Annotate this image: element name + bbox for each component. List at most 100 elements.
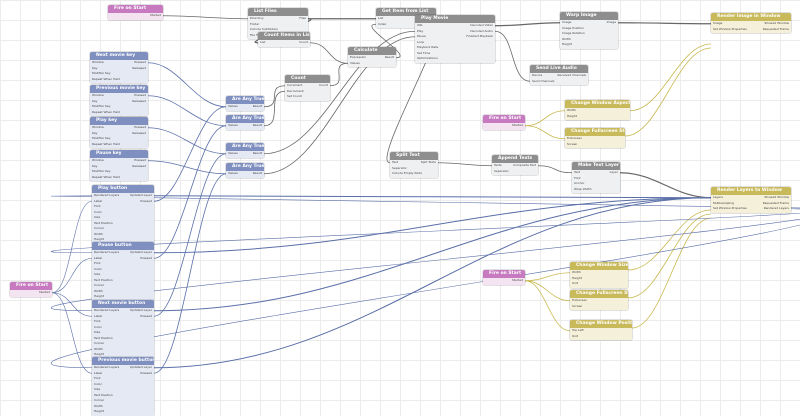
output-port[interactable]: Result bbox=[252, 171, 262, 175]
input-port[interactable]: Color bbox=[94, 266, 102, 271]
input-port[interactable]: File Type bbox=[250, 32, 263, 37]
output-port[interactable]: Finished Playback bbox=[466, 34, 493, 38]
node-fullscreen-top[interactable]: Change Fullscreen StatusFullscreenScreen bbox=[565, 128, 625, 148]
output-port[interactable]: Decoded Audio bbox=[470, 28, 493, 33]
input-port[interactable]: Values bbox=[228, 151, 238, 155]
input-port[interactable]: Label bbox=[94, 313, 103, 318]
output-port[interactable]: Released bbox=[132, 98, 146, 103]
input-port[interactable]: Size bbox=[94, 387, 101, 391]
input-port[interactable]: Font bbox=[574, 175, 581, 180]
input-port[interactable]: Multisampling bbox=[713, 200, 735, 205]
input-port[interactable]: Image bbox=[562, 20, 572, 24]
input-port[interactable]: Width bbox=[94, 346, 103, 351]
output-port[interactable]: Pressed bbox=[140, 370, 152, 375]
input-port[interactable]: Values bbox=[228, 123, 238, 127]
input-port[interactable]: Repeat When Held bbox=[92, 76, 120, 81]
input-port[interactable]: Values bbox=[228, 171, 238, 175]
input-port[interactable]: Text Position bbox=[94, 392, 113, 397]
input-port[interactable]: Texts bbox=[494, 163, 502, 167]
input-port[interactable]: Optimizations bbox=[417, 56, 438, 60]
input-port[interactable]: Values bbox=[350, 60, 360, 65]
input-port[interactable]: Height bbox=[572, 275, 582, 280]
input-port[interactable]: Set Time bbox=[417, 50, 431, 55]
input-port[interactable]: Height bbox=[94, 237, 104, 241]
output-port[interactable]: Released bbox=[132, 130, 146, 135]
input-port[interactable]: Font bbox=[94, 319, 101, 323]
node-aspect[interactable]: Change Window Aspect RatioWidthHeight bbox=[565, 100, 630, 120]
output-port[interactable]: Decoded Video bbox=[470, 23, 493, 27]
input-port[interactable]: Label bbox=[94, 370, 103, 375]
output-port[interactable]: Layer bbox=[609, 170, 618, 174]
output-port[interactable]: Files bbox=[299, 16, 306, 20]
input-port[interactable]: Playback Rate bbox=[417, 45, 439, 49]
input-port[interactable]: Anchor bbox=[574, 181, 585, 185]
output-port[interactable]: Pressed bbox=[140, 255, 152, 260]
input-port[interactable]: Text Position bbox=[94, 277, 113, 282]
input-port[interactable]: Repeat When Held bbox=[92, 174, 120, 179]
input-port[interactable]: Width bbox=[94, 231, 103, 236]
input-port[interactable]: Width bbox=[94, 288, 103, 293]
output-port[interactable]: Result bbox=[252, 151, 262, 155]
input-port[interactable]: Font bbox=[94, 376, 101, 380]
input-port[interactable]: List bbox=[260, 40, 266, 44]
input-port[interactable]: Rendered Layers bbox=[94, 250, 120, 254]
input-port[interactable]: Repeat When Held bbox=[92, 109, 120, 114]
output-port[interactable]: Count bbox=[319, 83, 328, 87]
input-port[interactable]: Include Subfolders bbox=[250, 27, 278, 31]
input-port[interactable]: Fullscreen bbox=[567, 136, 583, 140]
output-port[interactable]: Result bbox=[252, 104, 262, 108]
node-fullscreen-bottom[interactable]: Change Fullscreen StatusFullscreenScreen bbox=[570, 290, 628, 310]
input-port[interactable]: Screen bbox=[572, 303, 583, 308]
input-port[interactable]: Key bbox=[92, 130, 98, 135]
input-port[interactable]: Text bbox=[574, 170, 581, 174]
output-port[interactable]: Pressed bbox=[134, 158, 146, 162]
input-port[interactable]: Top Left bbox=[572, 328, 584, 332]
input-port[interactable]: Modifier Key bbox=[92, 169, 111, 173]
input-port[interactable]: Text Position bbox=[94, 335, 113, 340]
input-port[interactable]: Separator bbox=[392, 165, 407, 170]
input-port[interactable]: Size bbox=[94, 215, 101, 219]
input-port[interactable]: Increment bbox=[287, 83, 303, 87]
output-port[interactable]: Requested Frame bbox=[762, 26, 789, 31]
input-port[interactable]: Key bbox=[92, 163, 98, 168]
output-port[interactable]: Pressed bbox=[140, 313, 152, 318]
input-port[interactable]: Window bbox=[92, 158, 104, 162]
input-port[interactable]: Include Empty Parts bbox=[392, 171, 422, 175]
input-port[interactable]: List bbox=[378, 16, 384, 20]
input-port[interactable]: Device bbox=[532, 73, 543, 77]
input-port[interactable]: Pause bbox=[417, 34, 426, 38]
output-port[interactable]: Pressed bbox=[134, 60, 146, 64]
input-port[interactable]: Label bbox=[94, 255, 103, 260]
input-port[interactable]: Width bbox=[572, 270, 581, 274]
input-port[interactable]: Window bbox=[92, 93, 104, 97]
input-port[interactable]: Image bbox=[713, 21, 723, 25]
input-port[interactable]: Width bbox=[567, 108, 576, 112]
output-port[interactable]: Updated Layer bbox=[129, 365, 152, 369]
input-port[interactable]: Height bbox=[94, 409, 104, 413]
input-port[interactable]: Size bbox=[94, 330, 101, 334]
output-port[interactable]: Started bbox=[511, 278, 523, 282]
output-port[interactable]: Updated Layer bbox=[129, 250, 152, 254]
output-port[interactable]: Started bbox=[38, 290, 50, 294]
input-port[interactable]: Image Rotation bbox=[562, 31, 585, 35]
output-port[interactable]: Started bbox=[149, 13, 161, 17]
input-port[interactable]: Height bbox=[567, 113, 577, 118]
input-port[interactable]: Color bbox=[94, 209, 102, 214]
input-port[interactable]: Image Position bbox=[562, 25, 585, 30]
output-port[interactable]: Image bbox=[606, 20, 616, 24]
output-port[interactable]: Updated Layer bbox=[129, 193, 152, 197]
